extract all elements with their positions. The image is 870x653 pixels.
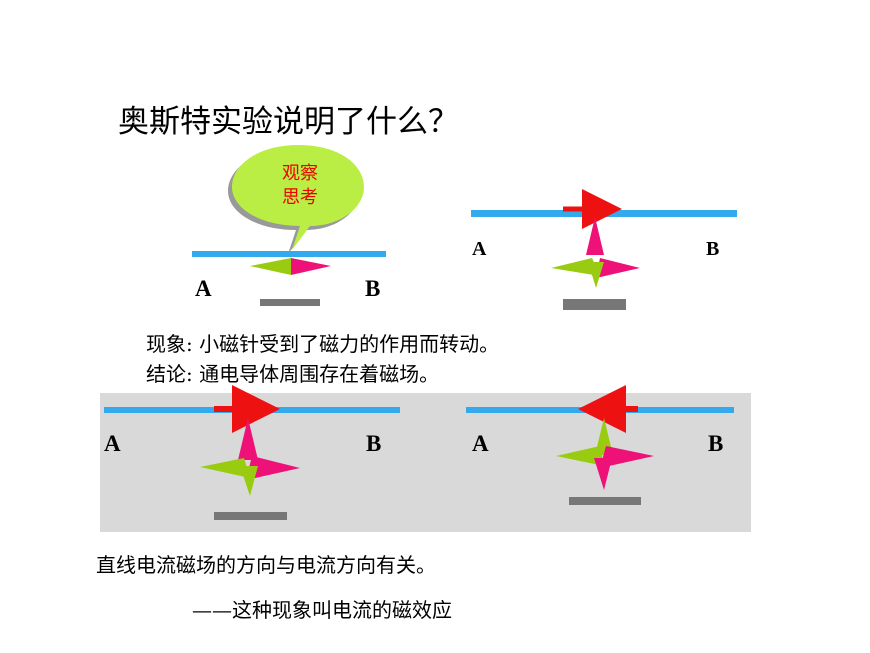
needle-2-right <box>596 258 640 278</box>
base-2 <box>563 299 626 310</box>
label-a-2: A <box>472 238 487 260</box>
label-b-4: B <box>708 431 724 456</box>
needle-3-right <box>246 456 300 480</box>
label-b-1: B <box>365 276 381 301</box>
needle-1-red <box>291 258 331 275</box>
conclusion-line: 结论: 通电导体周围存在着磁场。 <box>146 358 439 387</box>
needle-4-bottom <box>594 458 612 490</box>
conclusion-label: 结论 <box>146 362 186 386</box>
bubble-line-2: 思考 <box>282 187 318 208</box>
bubble-text: 观察 思考 <box>265 162 335 210</box>
setup-panel-right <box>466 385 734 505</box>
bubble-line-1: 观察 <box>282 163 318 184</box>
label-a-4: A <box>472 431 489 456</box>
conclusion-text: : 通电导体周围存在着磁场。 <box>186 362 440 386</box>
needle-3-bottom <box>240 466 258 496</box>
wire-1 <box>192 251 386 257</box>
needle-2-top <box>586 217 604 255</box>
setup-no-current <box>192 145 386 306</box>
needle-4-right <box>600 446 654 468</box>
needle-2-bottom <box>588 262 604 288</box>
observation-line: 现象: 小磁针受到了磁力的作用而转动。 <box>146 328 499 357</box>
needle-4-top <box>595 418 613 455</box>
observation-label: 现象 <box>146 332 186 356</box>
label-b-2: B <box>706 238 720 260</box>
thought-bubble <box>232 145 364 250</box>
needle-2-left <box>551 258 600 276</box>
needle-4-left <box>556 446 604 466</box>
setup-current-a-to-b <box>471 189 737 310</box>
base-3 <box>214 512 287 520</box>
page-title: 奥斯特实验说明了什么？ <box>118 104 459 140</box>
needle-3-top <box>238 418 258 460</box>
needle-1-green <box>250 258 291 275</box>
needle-3-left <box>200 458 250 478</box>
observation-text: : 小磁针受到了磁力的作用而转动。 <box>186 332 500 356</box>
label-b-3: B <box>366 431 382 456</box>
label-a-1: A <box>195 276 212 301</box>
magnetic-effect-statement: ——这种现象叫电流的磁效应 <box>192 598 452 622</box>
comparison-panel <box>100 393 751 532</box>
label-a-3: A <box>104 431 121 456</box>
base-1 <box>260 299 320 306</box>
base-4 <box>569 497 641 505</box>
direction-statement: 直线电流磁场的方向与电流方向有关。 <box>96 553 436 577</box>
setup-panel-left <box>104 385 400 520</box>
